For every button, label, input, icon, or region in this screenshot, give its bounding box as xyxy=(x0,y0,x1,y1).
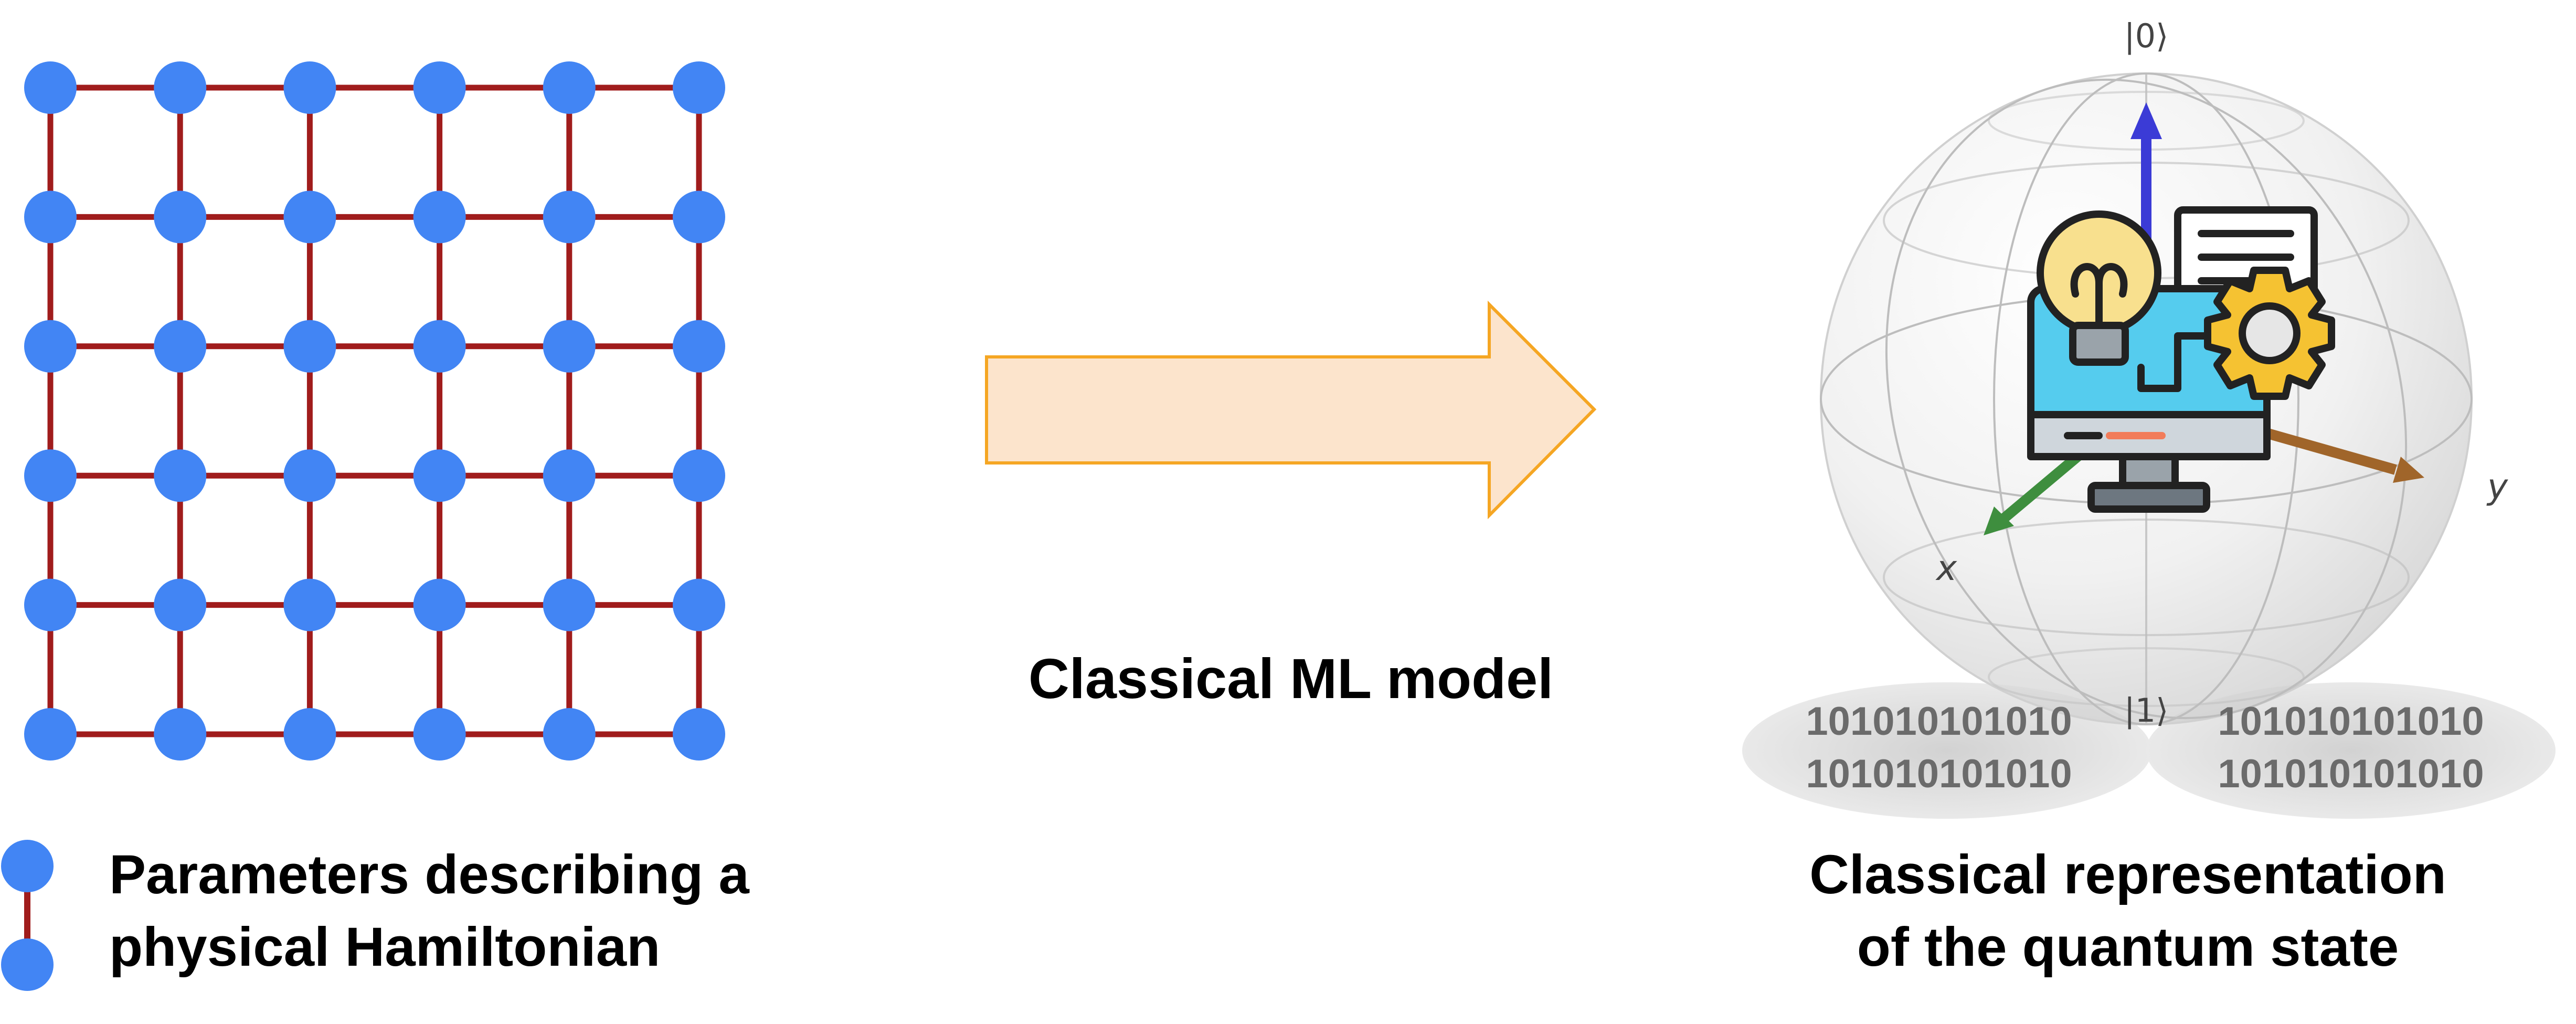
y-axis-label: y xyxy=(2486,467,2508,507)
lattice-node xyxy=(673,320,725,373)
shadow-left xyxy=(1742,682,2151,819)
lattice-node xyxy=(154,191,207,244)
lattice-node xyxy=(413,708,466,761)
lattice-node xyxy=(154,578,207,631)
shadow-right-line-1: 101010101010 xyxy=(2218,699,2484,744)
arrow-shape xyxy=(985,300,1597,520)
lattice-node xyxy=(24,708,77,761)
lattice-node xyxy=(283,61,336,114)
legend-line-2: physical Hamiltonian xyxy=(109,916,660,978)
lattice-edges xyxy=(47,85,702,737)
lattice-node xyxy=(154,320,207,373)
lattice-node xyxy=(283,191,336,244)
lattice-node xyxy=(283,708,336,761)
caption-line-2: of the quantum state xyxy=(1857,916,2399,978)
ket-one-label: |1⟩ xyxy=(2124,691,2169,730)
lattice-node xyxy=(413,191,466,244)
arrow-label: Classical ML model xyxy=(1029,647,1553,710)
shadow-left-line-2: 101010101010 xyxy=(1806,752,2072,796)
legend-node-bottom xyxy=(1,938,54,991)
shadow-left-line-1: 101010101010 xyxy=(1806,699,2072,744)
lattice-node xyxy=(154,61,207,114)
caption-line-1: Classical representation xyxy=(1809,844,2446,905)
lattice-node xyxy=(24,578,77,631)
lattice-node xyxy=(673,191,725,244)
ml-model-arrow: Classical ML model xyxy=(985,300,1597,710)
shadow-right xyxy=(2146,682,2556,819)
ml-computer-lightbulb-gear-icon xyxy=(2027,206,2335,513)
lattice-node xyxy=(24,61,77,114)
ket-zero-label: |0⟩ xyxy=(2124,17,2169,56)
lattice-node xyxy=(283,320,336,373)
legend-line-1: Parameters describing a xyxy=(109,844,750,905)
lattice-node xyxy=(673,578,725,631)
hamiltonian-lattice xyxy=(24,61,725,761)
lattice-node xyxy=(543,449,596,502)
lattice-node xyxy=(283,578,336,631)
lattice-node xyxy=(154,708,207,761)
lattice-node xyxy=(413,578,466,631)
lattice-node xyxy=(673,708,725,761)
lattice-node xyxy=(413,320,466,373)
shadow-right-line-2: 101010101010 xyxy=(2218,752,2484,796)
lattice-node xyxy=(673,449,725,502)
bloch-sphere: |0⟩ |1⟩ x y xyxy=(1742,17,2556,819)
lattice-node xyxy=(413,449,466,502)
x-axis-label: x xyxy=(1935,548,1957,588)
lattice-node xyxy=(283,449,336,502)
lattice-node xyxy=(543,578,596,631)
lattice-node xyxy=(24,191,77,244)
lattice-node xyxy=(154,449,207,502)
lattice-node xyxy=(543,320,596,373)
lattice-nodes xyxy=(24,61,725,761)
legend-node-top xyxy=(1,840,54,892)
lattice-node xyxy=(673,61,725,114)
lattice-node xyxy=(24,320,77,373)
lattice-node xyxy=(543,191,596,244)
lattice-node xyxy=(413,61,466,114)
lattice-node xyxy=(24,449,77,502)
lattice-node xyxy=(543,708,596,761)
legend: Parameters describing a physical Hamilto… xyxy=(1,840,750,991)
lattice-node xyxy=(543,61,596,114)
